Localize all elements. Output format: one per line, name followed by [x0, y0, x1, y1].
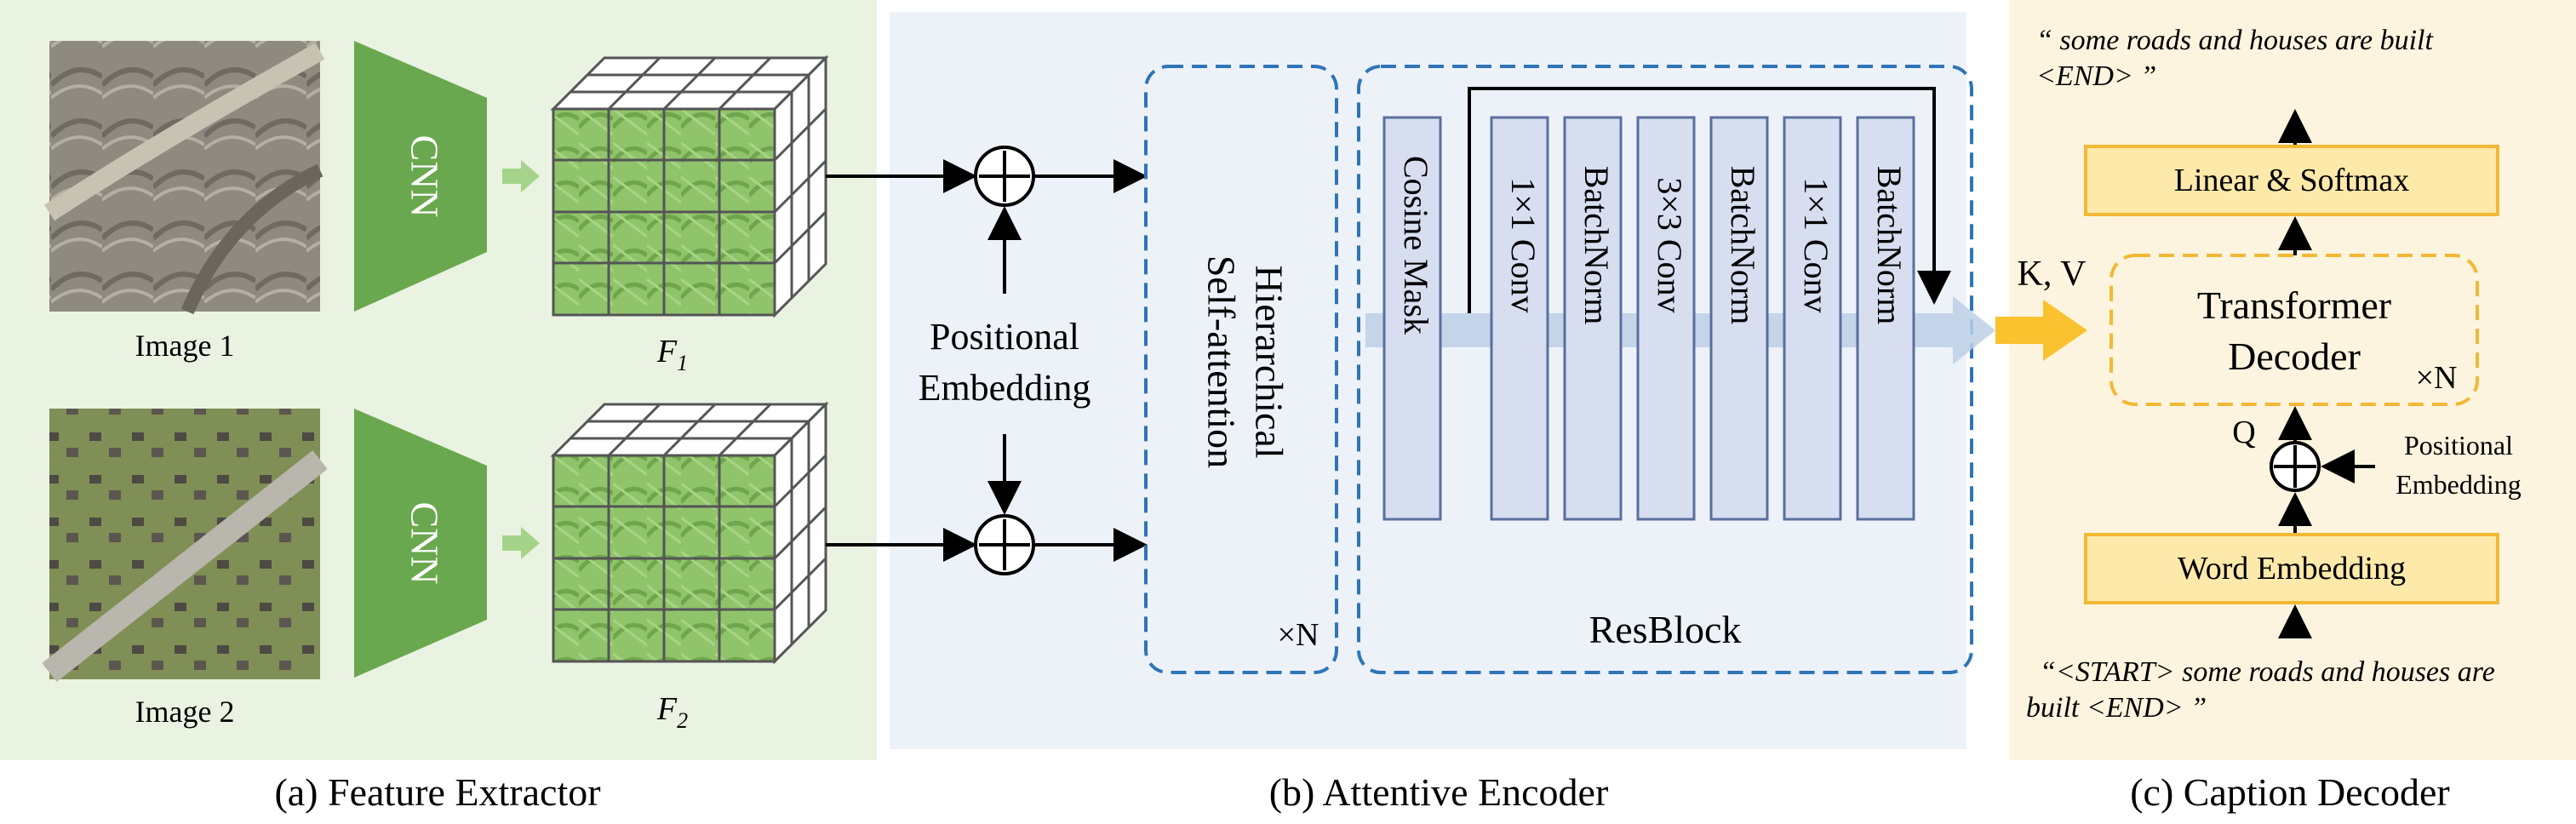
satellite-image-1 — [43, 41, 325, 315]
resblock-label: ResBlock — [1589, 608, 1742, 651]
word-embedding-block — [2084, 533, 2499, 604]
hsa-line2: Self-attention — [1199, 255, 1243, 468]
res-layer-stack: Cosine Mask 1×1 Conv BatchNorm 3×3 Conv Batc… — [1382, 116, 1915, 521]
res-layer-label: BatchNorm — [1577, 166, 1616, 325]
circled-plus-icon — [974, 146, 1035, 207]
positional-embedding-line1: Positional — [930, 316, 1079, 358]
res-layer-box — [1856, 116, 1915, 521]
feature-cube-f1 — [550, 54, 829, 318]
caption-attentive-encoder: (b) Attentive Encoder — [1269, 770, 1609, 814]
res-layer-box — [1563, 116, 1623, 521]
cnn-to-feature-arrow-1 — [502, 160, 540, 192]
circled-plus-icon — [2270, 441, 2321, 492]
caption-feature-extractor: (a) Feature Extractor — [274, 770, 600, 814]
input-caption-line2: built <END> ” — [2026, 692, 2207, 724]
feature-extractor-panel: Image 1 Image 2 CNN CNN — [0, 0, 877, 760]
res-layer-box — [1636, 116, 1696, 521]
f2-label: F2 — [656, 691, 688, 733]
decoder-repeat-label: ×N — [2416, 360, 2458, 396]
res-layer-label: BatchNorm — [1870, 166, 1909, 325]
res-layer-label: Cosine Mask — [1397, 156, 1435, 335]
cnn-label-1: CNN — [403, 134, 446, 217]
res-layer-label: 3×3 Conv — [1651, 177, 1689, 312]
image-1-label: Image 1 — [135, 329, 235, 363]
positional-embedding-line2: Embedding — [919, 367, 1091, 409]
output-caption-line2: <END> ” — [2036, 60, 2156, 92]
decoder-positional-line1: Positional — [2404, 430, 2513, 461]
hsa-line1: Hierarchical — [1247, 265, 1291, 458]
kv-arrow — [1995, 300, 2087, 361]
cnn-block-1 — [354, 41, 487, 312]
res-layer-box — [1783, 116, 1842, 521]
output-caption-line1: “ some roads and houses are built — [2036, 25, 2434, 56]
cnn-to-feature-arrow-2 — [502, 527, 540, 559]
cnn-label-2: CNN — [403, 501, 446, 584]
circled-plus-icon — [974, 514, 1035, 575]
image-2-label: Image 2 — [135, 695, 235, 729]
transformer-decoder-line2: Decoder — [2228, 335, 2361, 378]
res-layer-box — [1490, 116, 1549, 521]
caption-caption-decoder: (c) Caption Decoder — [2130, 770, 2450, 814]
transformer-decoder-line1: Transformer — [2197, 283, 2391, 327]
attentive-encoder-panel: Positional Embedding Hierarchical Self-a… — [826, 12, 1995, 749]
hsa-repeat-label: ×N — [1278, 617, 1319, 653]
cnn-block-2 — [354, 409, 487, 678]
hierarchical-self-attention-block — [1144, 65, 1338, 674]
decoder-positional-line2: Embedding — [2396, 469, 2522, 500]
resblock-container — [1357, 65, 1973, 674]
satellite-image-2 — [42, 409, 328, 683]
linear-softmax-block — [2084, 145, 2499, 216]
res-layer-label: BatchNorm — [1724, 166, 1762, 325]
skip-connection-arrow — [1468, 87, 1951, 313]
linear-softmax-label: Linear & Softmax — [2174, 163, 2409, 198]
f1-label: F1 — [656, 334, 688, 375]
q-label: Q — [2232, 415, 2255, 450]
res-layer-box — [1709, 116, 1769, 521]
res-layer-label: 1×1 Conv — [1797, 177, 1835, 312]
word-embedding-label: Word Embedding — [2178, 551, 2406, 587]
feature-cube-f2 — [550, 401, 829, 665]
res-layer-label: 1×1 Conv — [1504, 177, 1543, 312]
res-layer-box — [1382, 116, 1442, 521]
caption-decoder-panel: K, V “ some roads and houses are built <… — [1995, 0, 2576, 760]
transformer-decoder-block — [2109, 254, 2479, 406]
kv-label: K, V — [2018, 255, 2087, 294]
input-caption-line1: “<START> some roads and houses are — [2040, 656, 2495, 688]
